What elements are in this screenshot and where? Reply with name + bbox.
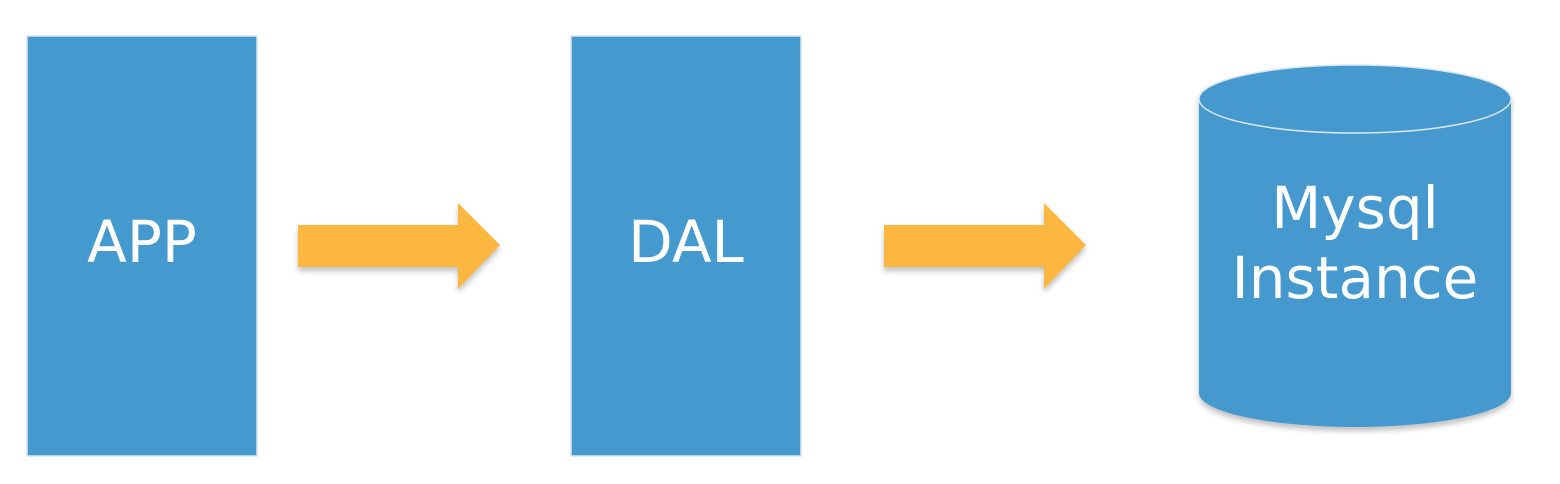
db-label-line1: Mysql — [1271, 174, 1439, 242]
db-label-line2: Instance — [1232, 244, 1479, 312]
dal-box: DAL — [570, 35, 802, 457]
dal-box-rect — [570, 35, 802, 457]
right-arrow-icon — [884, 203, 1086, 289]
app-box: APP — [26, 35, 258, 457]
dal-label: DAL — [628, 208, 744, 276]
app-box-rect — [26, 35, 258, 457]
right-arrow-icon — [298, 203, 500, 289]
app-label: APP — [87, 208, 197, 276]
database-cylinder-icon — [1198, 64, 1512, 427]
